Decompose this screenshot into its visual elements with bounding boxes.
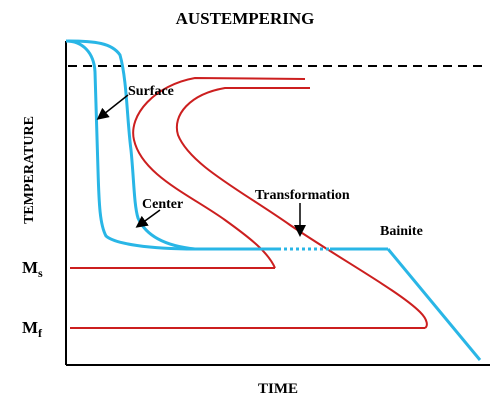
x-axis-label: TIME [258,381,298,397]
bainite-label: Bainite [380,224,423,239]
mf-label-sub: f [38,326,43,340]
mf-label-main: M [22,318,38,337]
center-label: Center [142,197,183,212]
ms-label-main: M [22,258,38,277]
surface-label: Surface [128,84,174,99]
surface-cooling-curve [65,39,196,251]
transformation-start-curve [132,76,306,269]
final-quench-line [386,248,482,361]
surface-arrow [96,94,129,120]
mf-label: Mf [22,318,43,340]
transformation-finish-curve [175,87,428,329]
center-cooling-curve [67,39,196,251]
transformation-label: Transformation [255,188,350,203]
y-axis-label: TEMPERATURE [22,116,37,224]
center-arrow [135,209,161,228]
ms-label-sub: s [38,266,43,280]
diagram-title: AUSTEMPERING [176,9,315,28]
ms-label: Ms [22,258,43,280]
